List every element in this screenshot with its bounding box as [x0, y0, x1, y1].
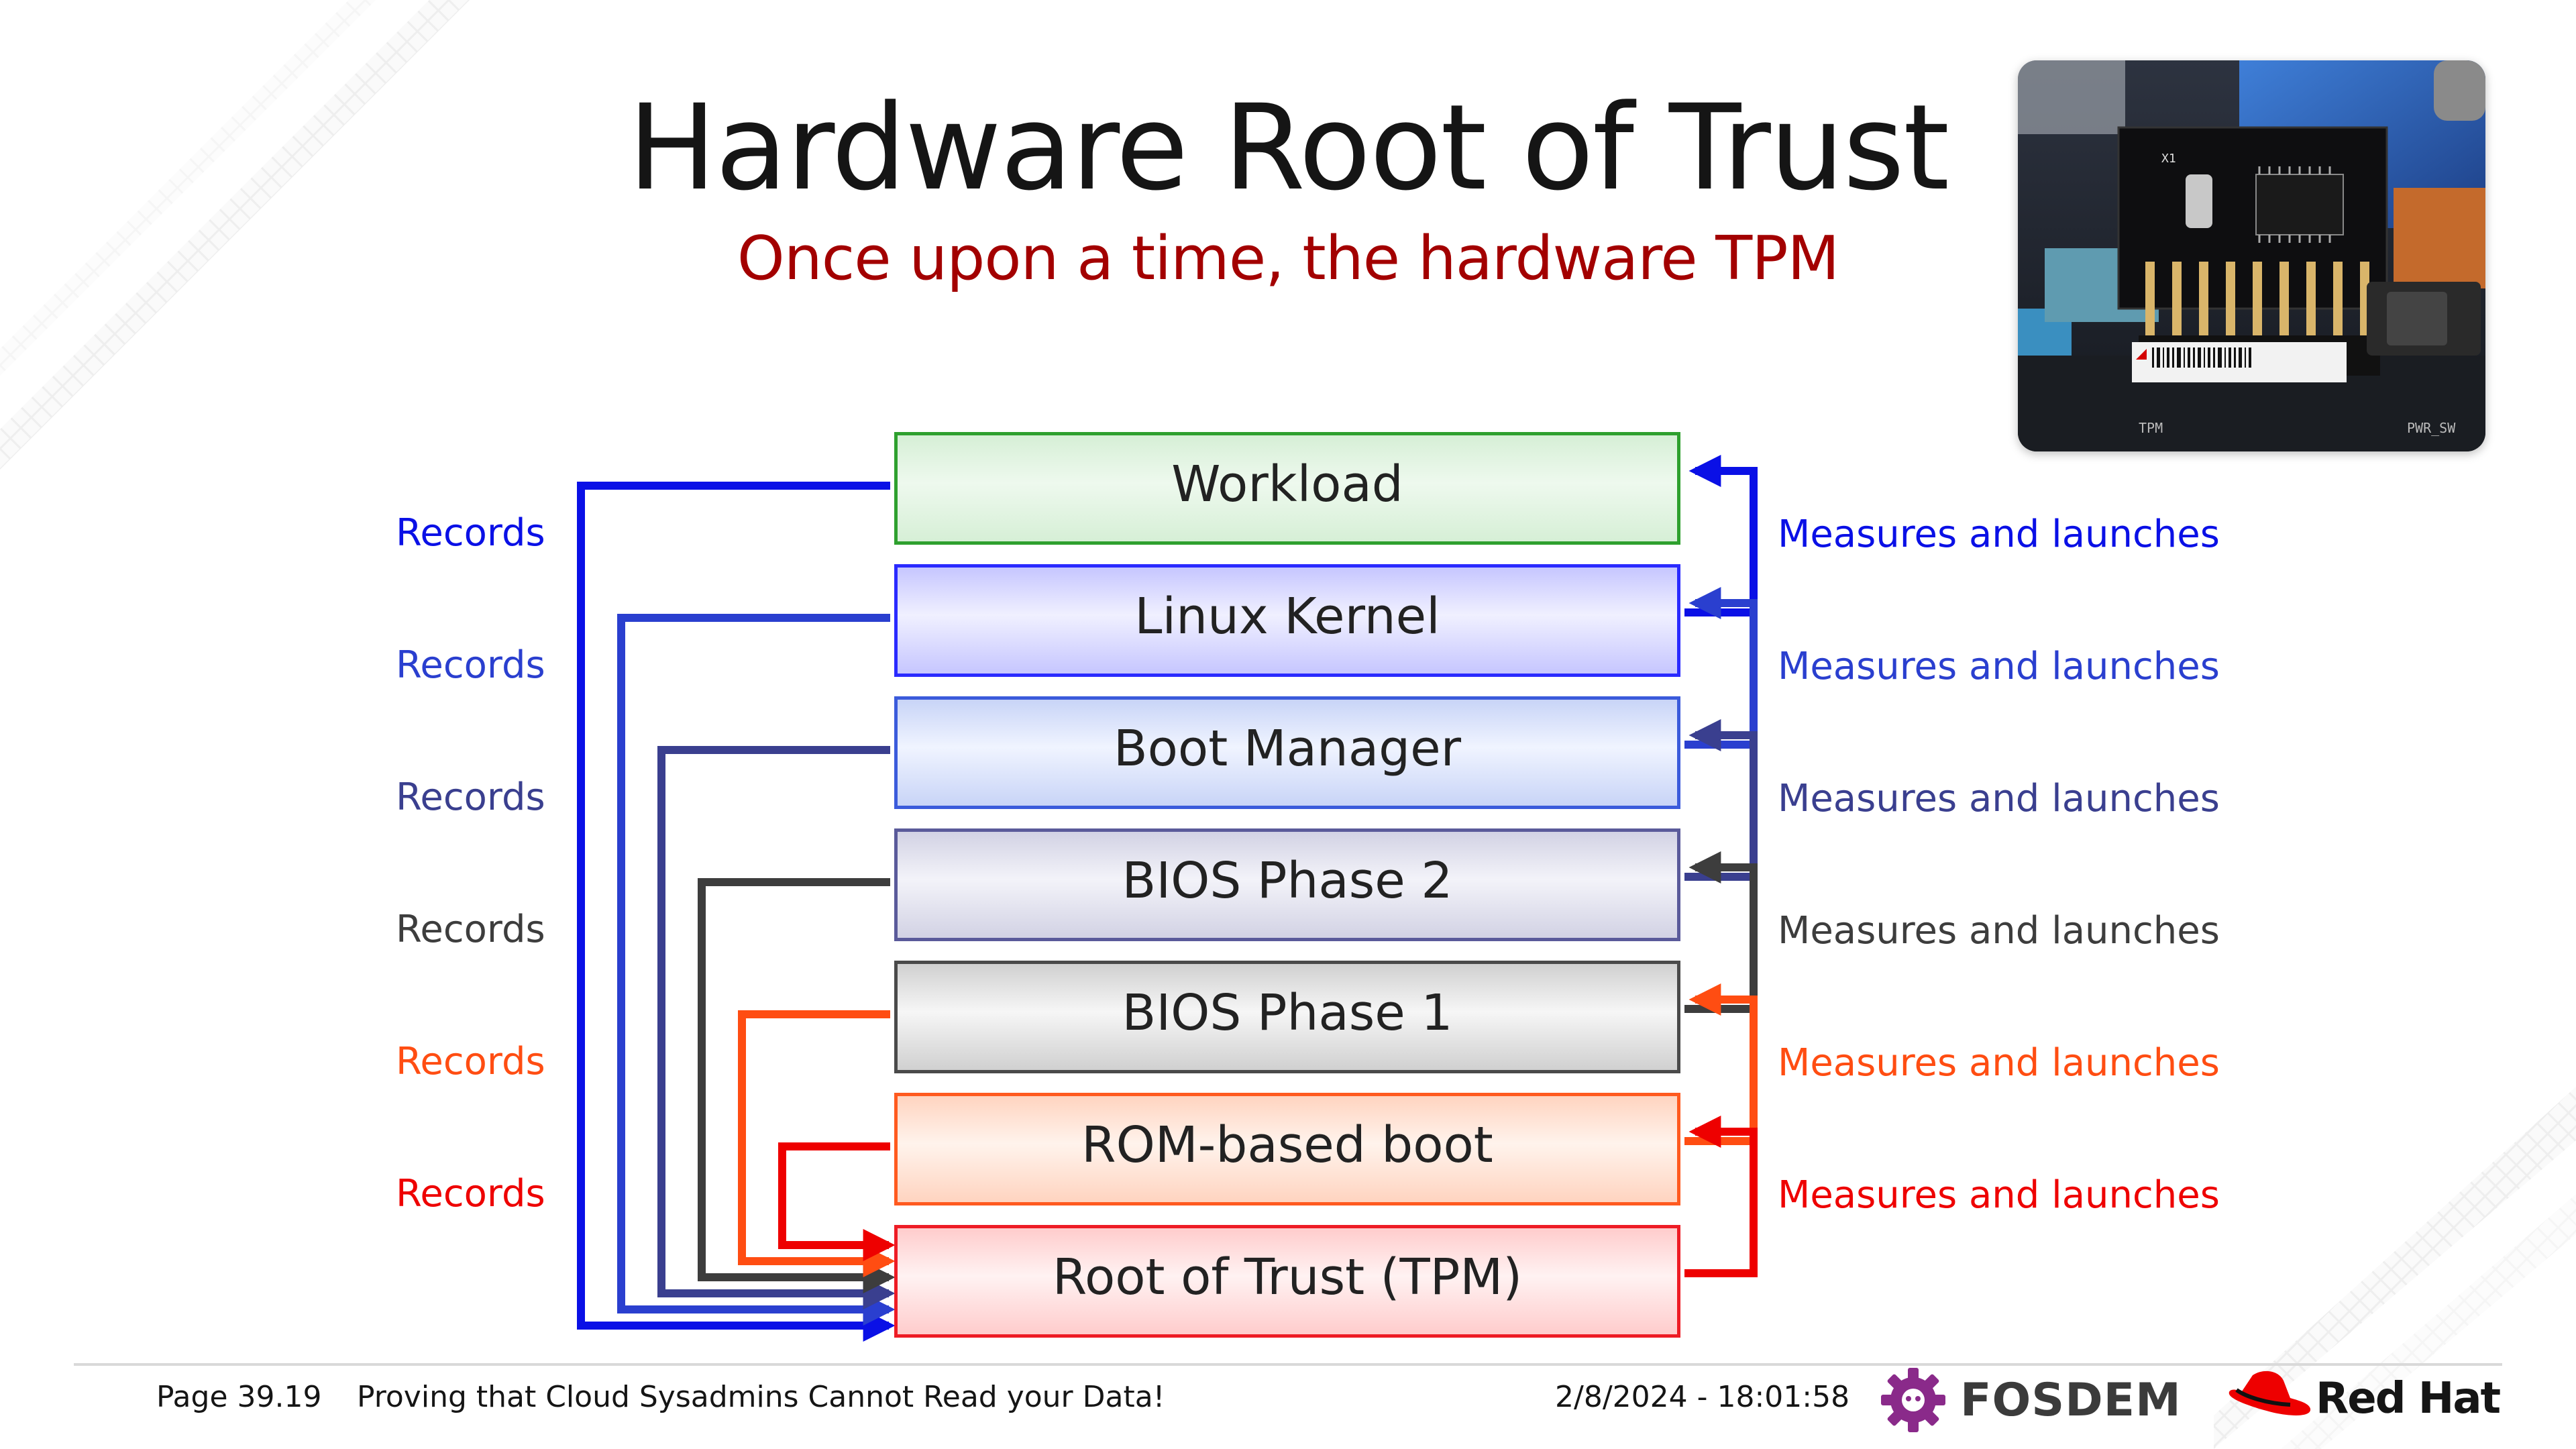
footer-page-number: Page 39.19: [156, 1380, 322, 1414]
measures-connector-arrow: [1684, 1116, 1758, 1277]
boot-chain-diagram: [577, 455, 1758, 1342]
measures-and-launches-label: Measures and launches: [1778, 777, 2220, 820]
records-label: Records: [396, 643, 545, 687]
fosdem-gear-icon: [1881, 1368, 1945, 1432]
footer-datetime: 2/8/2024 - 18:01:58: [1555, 1380, 1850, 1414]
measures-and-launches-label: Measures and launches: [1778, 1041, 2220, 1085]
layer-label: BIOS Phase 1: [1122, 984, 1453, 1042]
redhat-hat-icon: [2229, 1371, 2311, 1415]
records-connector-arrow: [738, 1010, 896, 1277]
layer-label: Boot Manager: [1113, 720, 1462, 777]
layer-box-root-of-trust-tpm: Root of Trust (TPM): [894, 1225, 1680, 1338]
layer-box-workload: Workload: [894, 432, 1680, 545]
records-label: Records: [396, 908, 545, 951]
measures-and-launches-label: Measures and launches: [1778, 909, 2220, 953]
records-label: Records: [396, 1040, 545, 1083]
layer-label: Linux Kernel: [1134, 588, 1440, 645]
footer-talk-title: Proving that Cloud Sysadmins Cannot Read…: [357, 1380, 1165, 1414]
records-label: Records: [396, 511, 545, 555]
records-connector-arrow: [698, 878, 896, 1293]
svg-text:X1: X1: [2161, 152, 2176, 166]
svg-text:TPM: TPM: [2139, 420, 2163, 436]
fosdem-logo-text: FOSDEM: [1960, 1374, 2182, 1427]
layer-label: Root of Trust (TPM): [1052, 1248, 1523, 1306]
layer-box-rom-based-boot: ROM-based boot: [894, 1093, 1680, 1205]
redhat-logo-text: Red Hat: [2316, 1374, 2501, 1424]
footer-divider: [74, 1363, 2502, 1366]
layer-box-bios-phase-2: BIOS Phase 2: [894, 828, 1680, 941]
layer-box-boot-manager: Boot Manager: [894, 696, 1680, 809]
measures-and-launches-label: Measures and launches: [1778, 513, 2220, 556]
measures-connector-arrow: [1684, 851, 1758, 1013]
records-connector-arrow: [577, 482, 896, 1342]
svg-text:PWR_SW: PWR_SW: [2407, 420, 2456, 436]
measures-connector-arrow: [1684, 455, 1758, 616]
slide-title: Hardware Root of Trust: [627, 79, 1949, 217]
decorative-pattern-bottom-right: [2214, 1087, 2576, 1449]
layer-label: Workload: [1171, 455, 1403, 513]
layer-label: ROM-based boot: [1081, 1116, 1493, 1174]
records-connector-arrow: [657, 746, 896, 1309]
records-label: Records: [396, 1172, 545, 1216]
measures-connector-arrow: [1684, 719, 1758, 881]
measures-connector-arrow: [1684, 983, 1758, 1145]
measures-and-launches-label: Measures and launches: [1778, 1173, 2220, 1217]
decorative-pattern-top-left: [0, 0, 470, 470]
records-label: Records: [396, 775, 545, 819]
tpm-module-photo: X1 TPM PWR_SW: [2018, 60, 2485, 451]
layer-label: BIOS Phase 2: [1122, 852, 1453, 910]
records-connector-arrow: [778, 1142, 896, 1261]
measures-connector-arrow: [1684, 587, 1758, 749]
slide-subtitle: Once upon a time, the hardware TPM: [737, 223, 1839, 294]
layer-box-bios-phase-1: BIOS Phase 1: [894, 961, 1680, 1073]
records-connector-arrow: [617, 614, 896, 1326]
measures-and-launches-label: Measures and launches: [1778, 645, 2220, 688]
layer-box-linux-kernel: Linux Kernel: [894, 564, 1680, 677]
